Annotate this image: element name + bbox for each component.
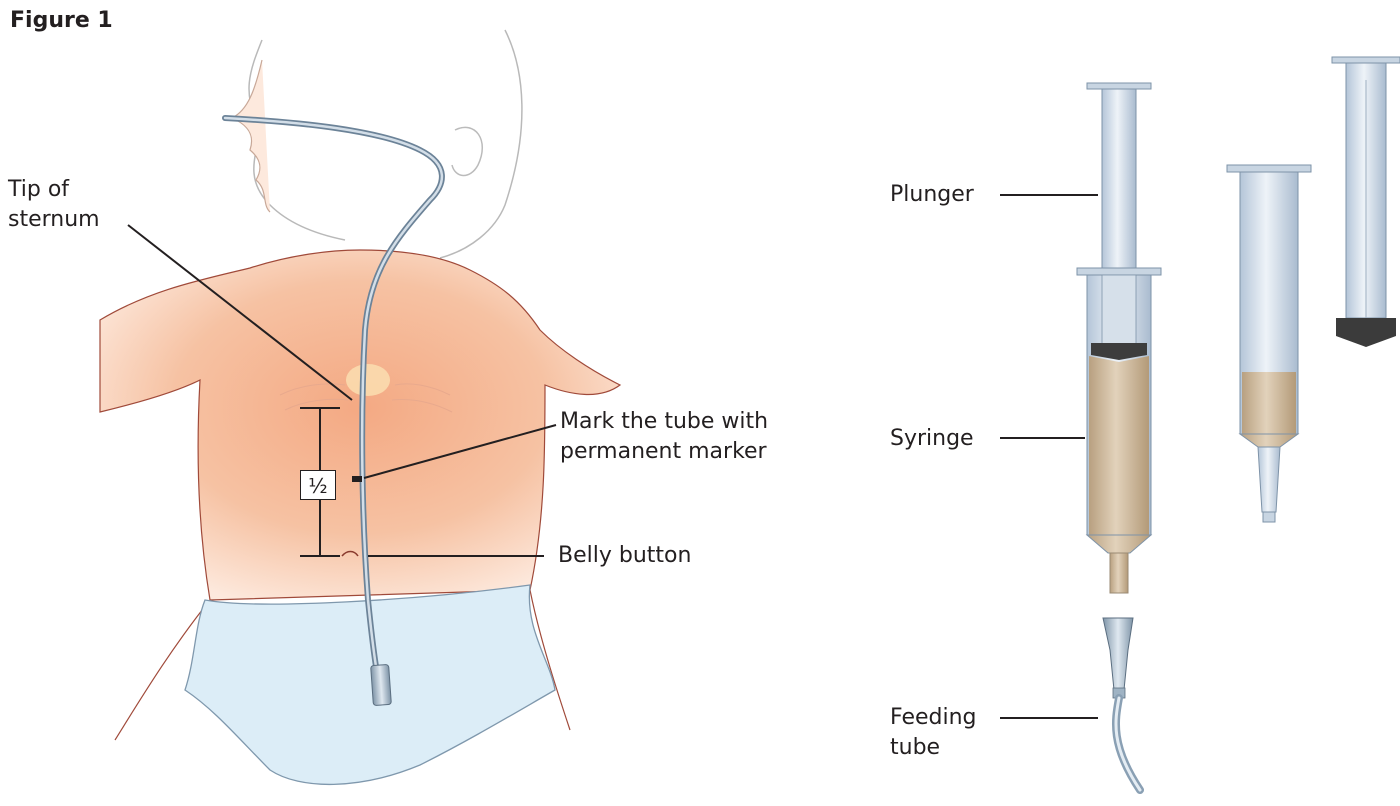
label-syringe: Syringe	[890, 424, 974, 454]
label-mark-tube: Mark the tube with permanent marker	[560, 407, 768, 467]
label-tip-of-sternum-line-2: sternum	[8, 205, 100, 235]
label-plunger: Plunger	[890, 180, 974, 210]
label-mark-tube-line-2: permanent marker	[560, 437, 768, 467]
separate-syringe-plunger	[1332, 57, 1400, 347]
separate-syringe-barrel	[1227, 165, 1311, 522]
assembled-syringe	[1077, 83, 1161, 790]
label-feeding-tube-line-1: Feeding	[890, 703, 977, 733]
label-belly-button: Belly button	[558, 541, 691, 571]
label-tip-of-sternum: Tip of sternum	[8, 175, 100, 235]
baby-illustration	[100, 30, 620, 784]
figure-title: Figure 1	[10, 8, 113, 33]
half-fraction-label: ½	[300, 470, 336, 500]
label-tip-of-sternum-line-1: Tip of	[8, 175, 100, 205]
label-feeding-tube: Feeding tube	[890, 703, 977, 763]
label-mark-tube-line-1: Mark the tube with	[560, 407, 768, 437]
label-feeding-tube-line-2: tube	[890, 733, 977, 763]
